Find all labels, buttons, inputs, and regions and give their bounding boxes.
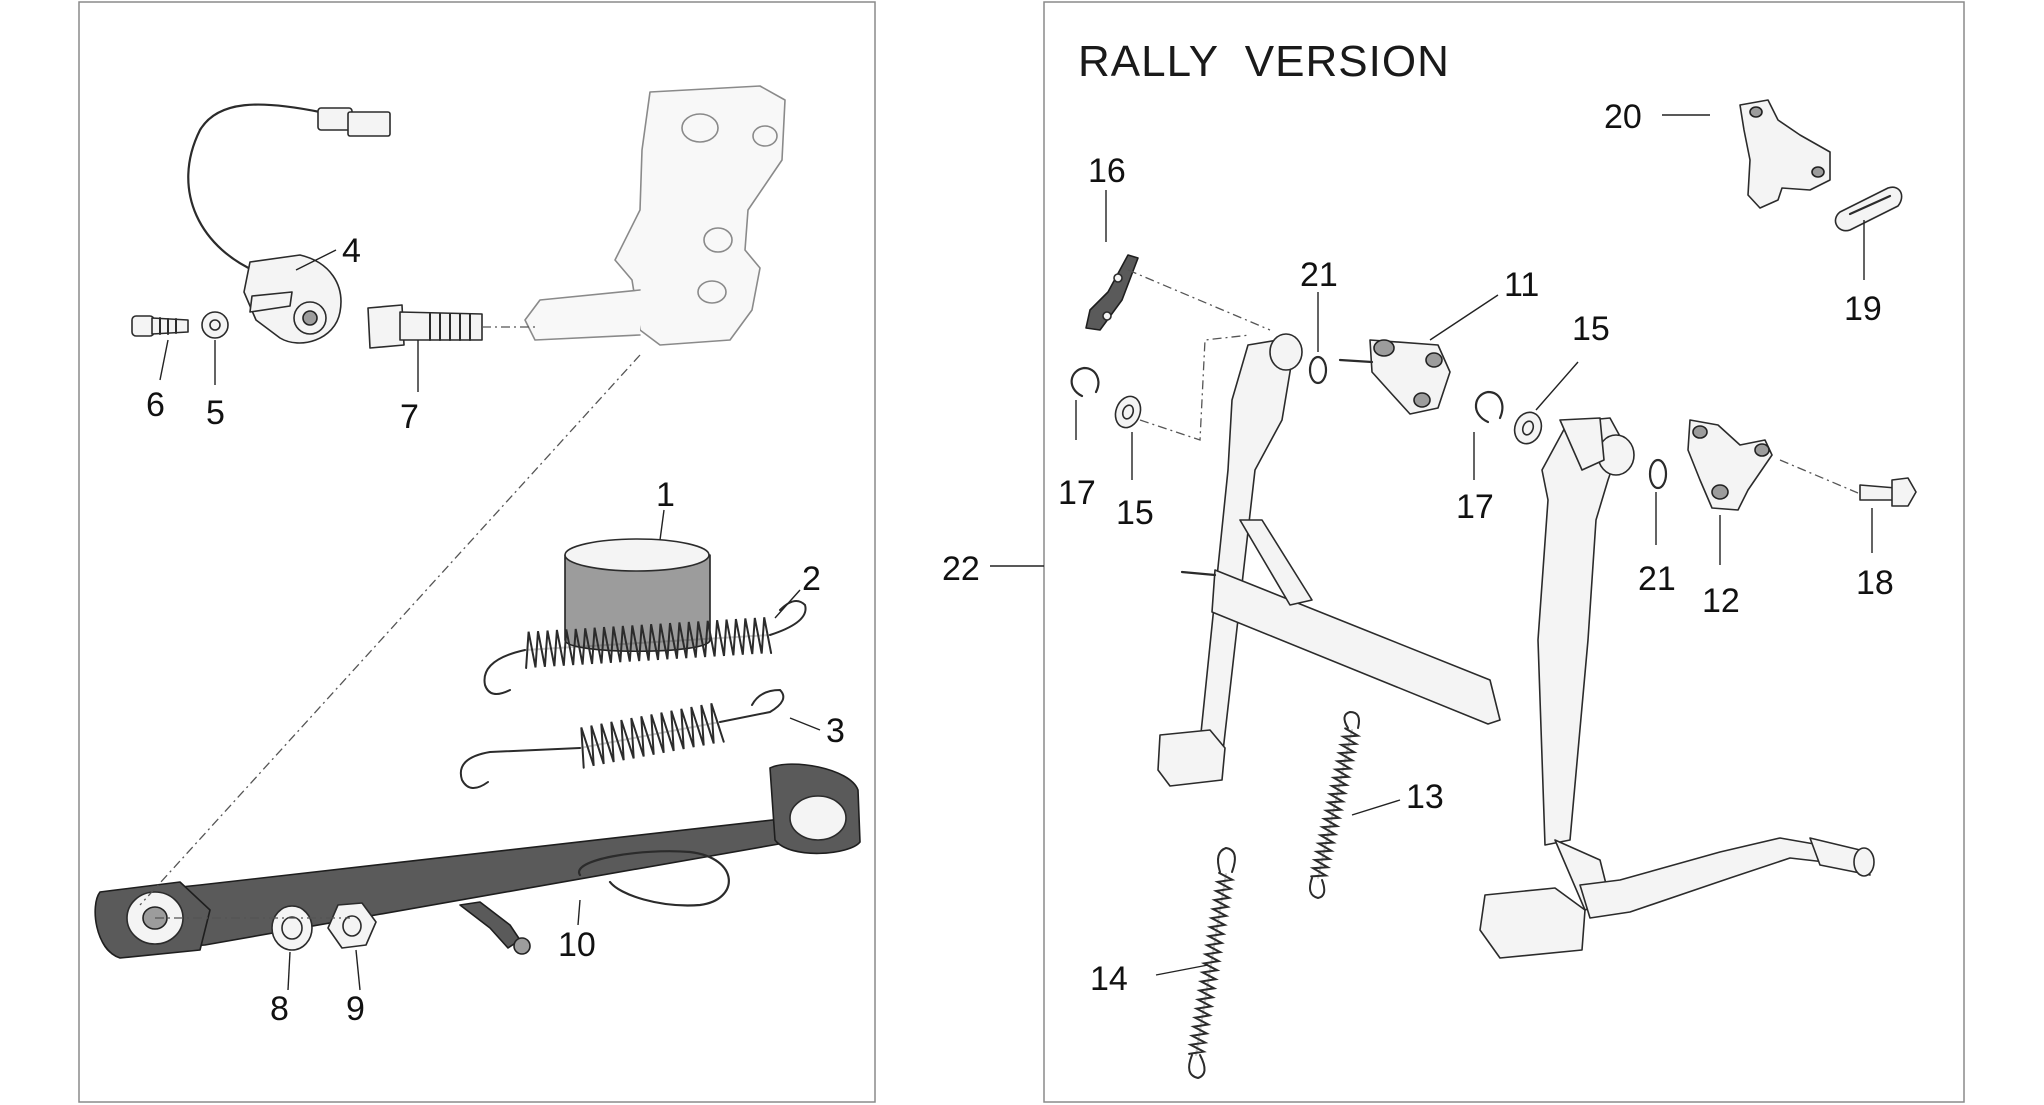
mounting-plate xyxy=(1739,99,1831,209)
sensor-bolt xyxy=(131,315,189,337)
stand-washer xyxy=(271,905,313,951)
callout-9: 9 xyxy=(346,990,365,1028)
washer-left xyxy=(1114,395,1142,429)
callout-21-lower: 21 xyxy=(1638,560,1676,598)
callout-7: 7 xyxy=(400,398,419,436)
stand-mounting-bracket xyxy=(524,85,786,346)
sensor-washer xyxy=(201,311,229,339)
link-plate xyxy=(1085,254,1139,331)
stand-bushing xyxy=(564,538,711,653)
callout-17-right: 17 xyxy=(1456,488,1494,526)
callout-6: 6 xyxy=(146,386,165,424)
stand-pivot-pin xyxy=(367,304,535,349)
rubber-pad xyxy=(1834,186,1903,232)
callout-3: 3 xyxy=(826,712,845,750)
callout-22: 22 xyxy=(942,550,980,588)
coil2-turns xyxy=(525,617,773,669)
callout-2: 2 xyxy=(802,560,821,598)
callout-11: 11 xyxy=(1504,266,1539,304)
side-stand-sensor xyxy=(187,103,391,344)
callout-1: 1 xyxy=(656,476,675,514)
washer-right xyxy=(1513,411,1543,445)
callout-13: 13 xyxy=(1406,778,1444,816)
left-leaders xyxy=(159,249,821,991)
sensor-bracket-plate xyxy=(1338,339,1451,415)
right-leaders xyxy=(990,114,1873,976)
coil3-turns xyxy=(580,702,725,769)
coil14-turns xyxy=(1187,871,1236,1055)
callout-15-right: 15 xyxy=(1572,310,1610,348)
stand-spring-large xyxy=(483,600,807,695)
callout-21-upper: 21 xyxy=(1300,256,1338,294)
o-ring-right xyxy=(1648,458,1668,490)
callout-12: 12 xyxy=(1702,582,1740,620)
centre-stand-spring-lower xyxy=(1187,846,1236,1080)
bracket-bolt xyxy=(1859,477,1917,507)
stand-bracket xyxy=(1687,419,1773,511)
circlip-right xyxy=(1474,390,1504,424)
callout-5: 5 xyxy=(206,394,225,432)
centre-stand-frame xyxy=(1157,333,1875,959)
coil13-turns xyxy=(1309,727,1362,878)
stand-nut xyxy=(327,902,377,949)
callout-4: 4 xyxy=(342,232,361,270)
callout-18: 18 xyxy=(1856,564,1894,602)
o-ring-left xyxy=(1308,355,1328,385)
panel-title: RALLY VERSION xyxy=(1078,37,1450,86)
callout-20: 20 xyxy=(1604,98,1642,136)
left-panel-side-stand: 4 6 5 7 1 2 3 10 8 9 xyxy=(78,1,876,1103)
centre-stand-spring-upper xyxy=(1309,710,1362,900)
callout-17-left: 17 xyxy=(1058,474,1096,512)
right-panel-centre-stand: RALLY VERSION xyxy=(942,1,1965,1103)
stand-spring-small xyxy=(459,688,785,789)
circlip-left xyxy=(1070,366,1100,398)
callout-19: 19 xyxy=(1844,290,1882,328)
right-assembly-lines xyxy=(1127,269,1859,494)
callout-8: 8 xyxy=(270,990,289,1028)
callout-15-left: 15 xyxy=(1116,494,1154,532)
callout-14: 14 xyxy=(1090,960,1128,998)
callout-16: 16 xyxy=(1088,152,1126,190)
callout-10: 10 xyxy=(558,926,596,964)
